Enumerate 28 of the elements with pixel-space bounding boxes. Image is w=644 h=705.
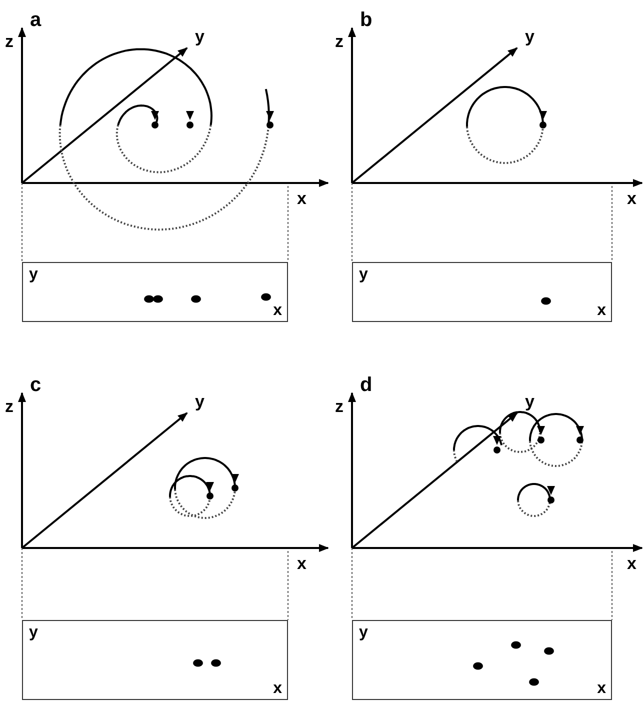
axis-label: x — [627, 555, 636, 572]
panel-letter: b — [360, 10, 372, 30]
axis-label: y — [359, 625, 368, 641]
section-plane-box — [352, 620, 612, 700]
axis-label: x — [597, 681, 606, 697]
axis-label: z — [5, 33, 14, 50]
panel-letter: d — [360, 375, 372, 395]
panel-letter: a — [30, 10, 42, 30]
section-plane-box — [352, 262, 612, 322]
axis-label: x — [273, 303, 282, 319]
axis-label: z — [5, 398, 14, 415]
axis-label: z — [335, 398, 344, 415]
section-plane-box — [22, 620, 288, 700]
panel-letter: c — [30, 375, 42, 395]
axis-label: z — [335, 33, 344, 50]
axis-label: y — [195, 393, 204, 410]
axis-label: y — [525, 28, 534, 45]
axis-label: y — [195, 28, 204, 45]
axis-label: x — [273, 681, 282, 697]
axis-label: y — [29, 267, 38, 283]
axis-label: x — [627, 190, 636, 207]
axis-label: y — [359, 267, 368, 283]
axis-label: x — [297, 555, 306, 572]
axis-label: x — [297, 190, 306, 207]
axis-label: y — [29, 625, 38, 641]
axis-label: y — [525, 393, 534, 410]
axis-label: x — [597, 303, 606, 319]
section-plane-box — [22, 262, 288, 322]
